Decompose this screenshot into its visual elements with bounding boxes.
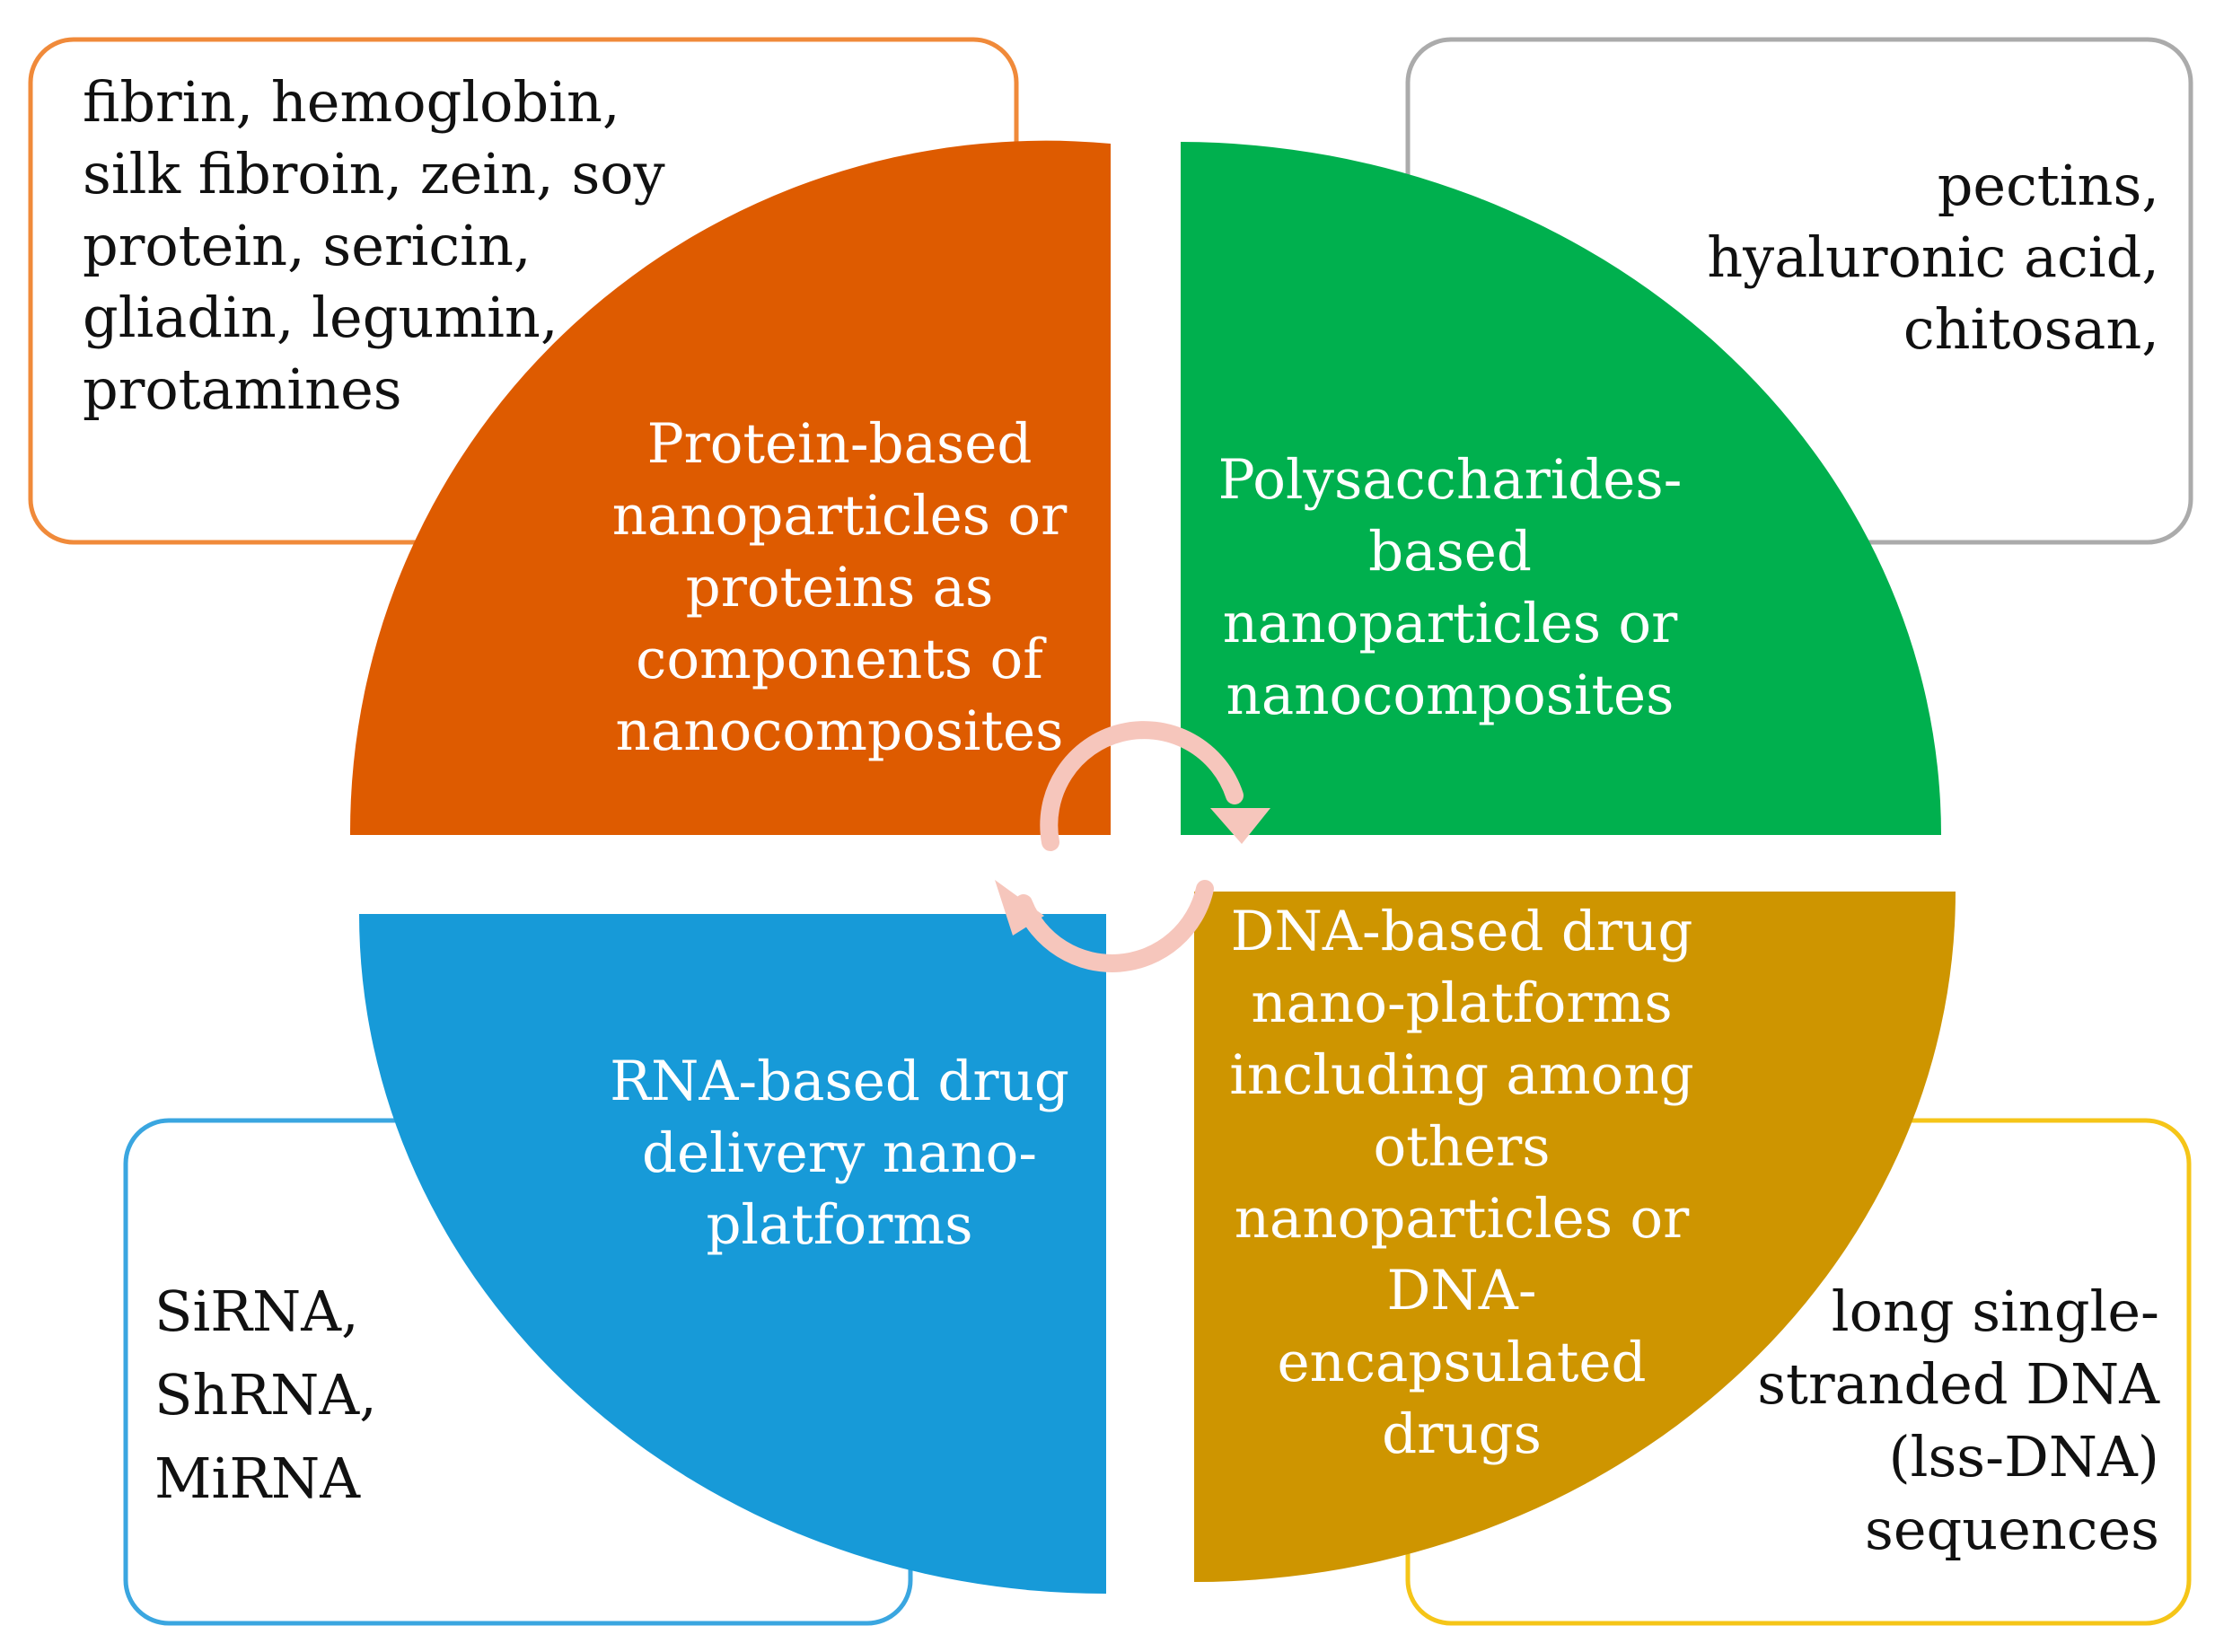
bt-dna-line: long single- <box>1832 1279 2159 1344</box>
qt-rna-line: platforms <box>706 1193 972 1257</box>
bt-polysaccharide-line: pectins, <box>1938 153 2159 218</box>
qt-dna-line: drugs <box>1382 1402 1542 1466</box>
bt-protein-line: protamines <box>83 356 402 422</box>
qt-dna-line: encapsulated <box>1277 1331 1646 1394</box>
qt-rna-line: RNA-based drug <box>610 1050 1069 1113</box>
protein-examples-text: fibrin, hemoglobin,silk fibroin, zein, s… <box>83 69 665 422</box>
bt-protein-line: fibrin, hemoglobin, <box>83 69 620 135</box>
bt-dna-line: (lss-DNA) <box>1888 1424 2159 1489</box>
rna-quadrant-label: RNA-based drug delivery nano-platforms <box>610 1050 1069 1257</box>
qt-polysaccharide-line: nanoparticles or <box>1223 592 1678 655</box>
qt-polysaccharide-line: Polysaccharides- <box>1218 448 1683 512</box>
qt-dna-line: nanoparticles or <box>1235 1187 1690 1251</box>
bt-polysaccharide-line: hyaluronic acid, <box>1707 224 2159 290</box>
qt-polysaccharide-line: based <box>1368 520 1532 584</box>
polysaccharide-quadrant-label: Polysaccharides-based nanoparticles or nan… <box>1218 448 1683 727</box>
dna-examples-text: long single-stranded DNA (lss-DNA) sequenc… <box>1757 1279 2160 1562</box>
bt-rna-line: ShRNA, <box>154 1362 377 1428</box>
qt-polysaccharide-line: nanocomposites <box>1226 663 1674 727</box>
bt-rna-line: MiRNA <box>154 1446 361 1511</box>
dna-based-quadrant <box>1194 892 1956 1582</box>
dna-quadrant-label: DNA-based drug nano-platforms including am… <box>1229 900 1693 1466</box>
bt-dna-line: sequences <box>1865 1497 2159 1562</box>
qt-protein-line: nanocomposites <box>616 699 1064 763</box>
qt-protein-line: proteins as <box>686 556 994 620</box>
qt-protein-line: Protein-based <box>647 412 1033 476</box>
qt-dna-line: including among <box>1229 1043 1693 1107</box>
rna-examples-text: SiRNA, ShRNA, MiRNA <box>154 1279 377 1511</box>
protein-quadrant-label: Protein-based nanoparticles or proteins as… <box>612 412 1068 763</box>
qt-rna-line: delivery nano- <box>642 1121 1037 1185</box>
bt-rna-line: SiRNA, <box>154 1279 359 1344</box>
qt-protein-line: nanoparticles or <box>612 484 1068 548</box>
bt-protein-line: silk fibroin, zein, soy <box>83 141 665 206</box>
circular-cycle-arrows-icon <box>995 721 1270 972</box>
rna-based-quadrant <box>359 914 1106 1595</box>
qt-protein-line: components of <box>636 628 1047 691</box>
bt-polysaccharide-line: chitosan, <box>1903 296 2159 362</box>
qt-dna-line: others <box>1373 1115 1550 1179</box>
bt-dna-line: stranded DNA <box>1757 1351 2160 1417</box>
polysaccharide-based-quadrant <box>1181 142 1941 835</box>
bt-protein-line: protein, sericin, <box>83 213 532 278</box>
bt-protein-line: gliadin, legumin, <box>83 285 558 350</box>
polysaccharide-examples-text: pectins,hyaluronic acid,chitosan, <box>1707 153 2159 362</box>
protein-based-quadrant <box>349 140 1112 835</box>
qt-dna-line: DNA- <box>1387 1259 1537 1322</box>
qt-dna-line: DNA-based drug <box>1231 900 1693 963</box>
qt-dna-line: nano-platforms <box>1251 971 1672 1035</box>
